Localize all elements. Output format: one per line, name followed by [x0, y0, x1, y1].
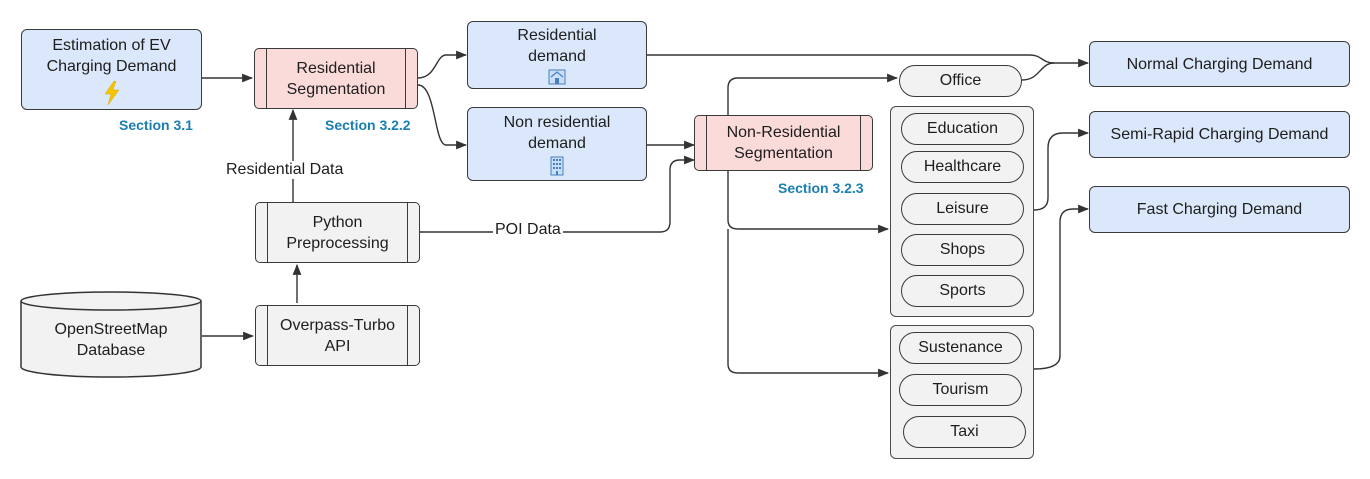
office-node: Office [899, 65, 1022, 97]
category-education: Education [901, 113, 1024, 145]
section-3-2-3-label: Section 3.2.3 [778, 180, 864, 196]
poi-data-label: POI Data [493, 221, 563, 239]
non-residential-demand-node: Non residential demand [467, 107, 647, 181]
section-3-2-2-label: Section 3.2.2 [325, 117, 411, 133]
overpass-turbo-api-node: Overpass-Turbo API [255, 305, 420, 366]
category-leisure: Leisure [901, 193, 1024, 225]
python-line2: Preprocessing [286, 234, 389, 252]
edge-group2-to-fast [1033, 204, 1090, 370]
residential-data-label: Residential Data [224, 161, 346, 179]
residential-demand-node: Residential demand [467, 21, 647, 89]
overpass-line1: Overpass-Turbo [280, 316, 395, 334]
res-demand-line1: Residential [517, 27, 597, 44]
estimation-line2: Charging Demand [46, 57, 177, 75]
res-seg-line1: Residential [296, 59, 376, 77]
edge-group1-to-semirapid [1033, 128, 1090, 211]
estimation-line1: Estimation of EV [52, 36, 171, 54]
category-sustenance: Sustenance [899, 332, 1022, 364]
non-residential-segmentation-node: Non-Residential Segmentation [694, 115, 873, 171]
category-sports: Sports [901, 275, 1024, 307]
house-icon [548, 69, 566, 85]
category-healthcare: Healthcare [901, 151, 1024, 183]
section-3-1-label: Section 3.1 [119, 117, 193, 133]
edge-res-seg-to-res-demand [417, 50, 468, 79]
semi-rapid-charging-demand-node: Semi-Rapid Charging Demand [1089, 111, 1350, 158]
python-line1: Python [312, 213, 363, 231]
osm-line1: OpenStreetMap [54, 321, 168, 338]
edge-res-seg-to-nonres-demand [417, 84, 468, 150]
estimation-node: Estimation of EV Charging Demand [21, 29, 202, 110]
edge-res-demand-to-normal [647, 54, 1090, 68]
edge-nonres-seg-to-group2 [727, 229, 890, 378]
category-shops: Shops [901, 234, 1024, 266]
residential-segmentation-node: Residential Segmentation [254, 48, 418, 109]
osm-line2: Database [76, 342, 146, 359]
res-demand-line2: demand [528, 48, 586, 65]
res-seg-line2: Segmentation [286, 80, 386, 98]
fast-charging-demand-node: Fast Charging Demand [1089, 186, 1350, 233]
edge-nonres-seg-to-office [727, 73, 899, 115]
nonres-seg-line1: Non-Residential [726, 124, 841, 141]
edge-office-to-normal [1021, 62, 1055, 81]
openstreetmap-database-node: OpenStreetMap Database [21, 312, 201, 368]
edge-nonres-seg-to-group1 [727, 170, 890, 234]
category-tourism: Tourism [899, 374, 1022, 406]
nonres-seg-line2: Segmentation [734, 145, 833, 162]
category-taxi: Taxi [903, 416, 1026, 448]
python-preprocessing-node: Python Preprocessing [255, 202, 420, 263]
building-icon [550, 156, 564, 176]
edge-python-to-nonres-seg [420, 155, 696, 233]
normal-charging-demand-node: Normal Charging Demand [1089, 41, 1350, 87]
lightning-icon [104, 80, 119, 105]
database-cylinder [20, 291, 202, 378]
nonres-demand-line1: Non residential [503, 114, 611, 131]
overpass-line2: API [324, 337, 351, 355]
nonres-demand-line2: demand [528, 135, 586, 152]
